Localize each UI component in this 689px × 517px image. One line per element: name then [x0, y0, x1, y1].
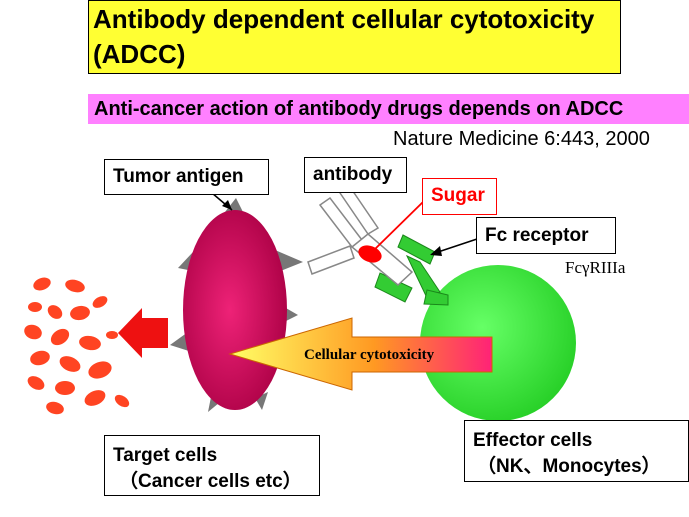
- antibody-label: antibody: [313, 164, 393, 185]
- fc-receptor-label-box: Fc receptor: [476, 217, 616, 254]
- kill-arrow: [118, 308, 168, 358]
- target-cells-label-box: Target cells （Cancer cells etc）: [104, 435, 320, 496]
- effector-cell: [420, 265, 576, 421]
- fc-receptor: [374, 234, 449, 306]
- antibody-label-box: antibody: [304, 157, 407, 193]
- cytotoxicity-label: Cellular cytotoxicity: [304, 347, 435, 363]
- target-cells-label: Target cells: [113, 445, 218, 466]
- sugar-label-box: Sugar: [422, 178, 497, 215]
- cytotoxicity-arrow: [228, 317, 493, 391]
- sugar-pointer: [373, 199, 426, 251]
- effector-cells-sublabel: （NK、Monocytes）: [477, 456, 661, 477]
- title-line-1: Antibody dependent cellular cytotoxicity: [93, 4, 595, 34]
- tumor-antigen-label-box: Tumor antigen: [104, 159, 269, 195]
- tumor-antigen-label: Tumor antigen: [113, 166, 244, 187]
- fc-receptor-pointer-head: [430, 246, 442, 256]
- target-cells-sublabel: （Cancer cells etc）: [119, 471, 302, 492]
- fc-receptor-subtype: FcγRIIIa: [565, 258, 626, 277]
- citation: Nature Medicine 6:443, 2000: [393, 128, 650, 150]
- title-box: Antibody dependent cellular cytotoxicity…: [88, 0, 621, 74]
- sugar-molecule: [358, 245, 382, 263]
- cell-debris: [24, 277, 130, 415]
- effector-cells-label: Effector cells: [473, 430, 593, 451]
- target-cell: [183, 210, 287, 410]
- antibody-y: [307, 182, 414, 286]
- title-line-2: (ADCC): [93, 39, 186, 69]
- subtitle-box: Anti-cancer action of antibody drugs dep…: [88, 94, 689, 124]
- subtitle: Anti-cancer action of antibody drugs dep…: [94, 98, 624, 120]
- fc-receptor-label: Fc receptor: [485, 225, 589, 246]
- effector-cells-label-box: Effector cells （NK、Monocytes）: [464, 420, 689, 482]
- sugar-label: Sugar: [431, 185, 485, 206]
- tumor-antigen-pointer-head: [222, 200, 232, 210]
